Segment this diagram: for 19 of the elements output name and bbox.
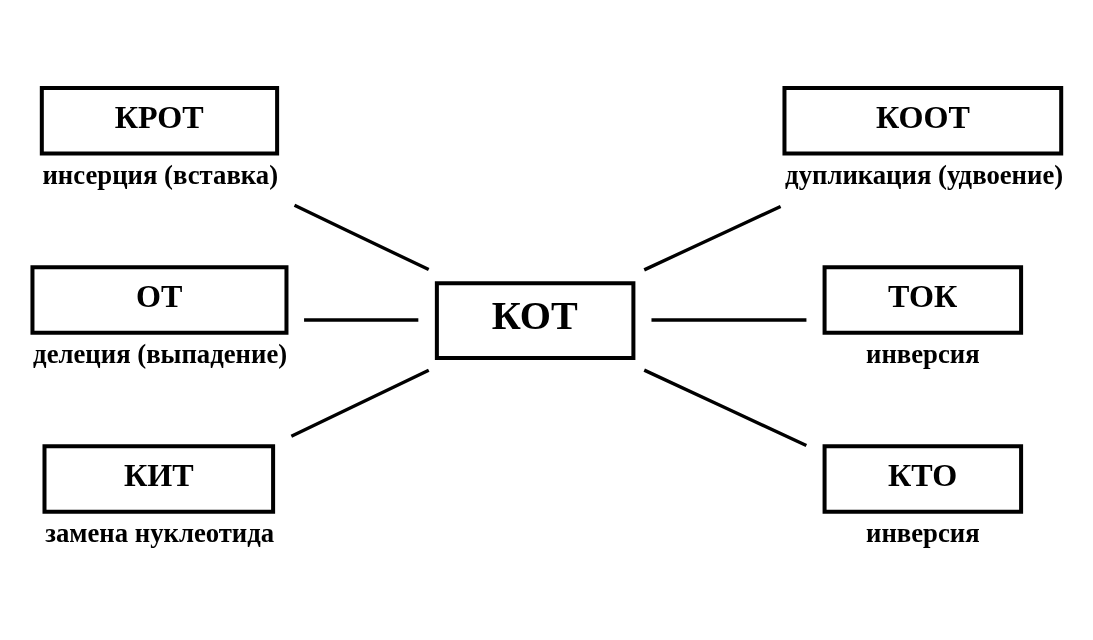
node-box: КРОТ xyxy=(39,86,280,156)
node-box: ТОК xyxy=(822,265,1024,335)
node-label: дупликация (удвоение) xyxy=(785,159,1064,190)
node-label: инсерция (вставка) xyxy=(42,159,279,190)
node-label: инверсия xyxy=(866,517,980,548)
node-label: делеция (выпадение) xyxy=(33,338,288,369)
connector xyxy=(643,368,808,448)
node-box: ОТ xyxy=(30,265,289,335)
node-label: замена нуклеотида xyxy=(45,517,275,548)
connector xyxy=(651,318,807,322)
connector xyxy=(304,318,419,322)
connector xyxy=(643,204,782,272)
node-box: КИТ xyxy=(42,444,276,514)
node-box: КООТ xyxy=(782,86,1064,156)
connector xyxy=(293,203,430,272)
node-box: КТО xyxy=(822,444,1024,514)
node-label: инверсия xyxy=(866,338,980,369)
node-box: КОТ xyxy=(434,281,636,361)
connector xyxy=(290,368,430,438)
